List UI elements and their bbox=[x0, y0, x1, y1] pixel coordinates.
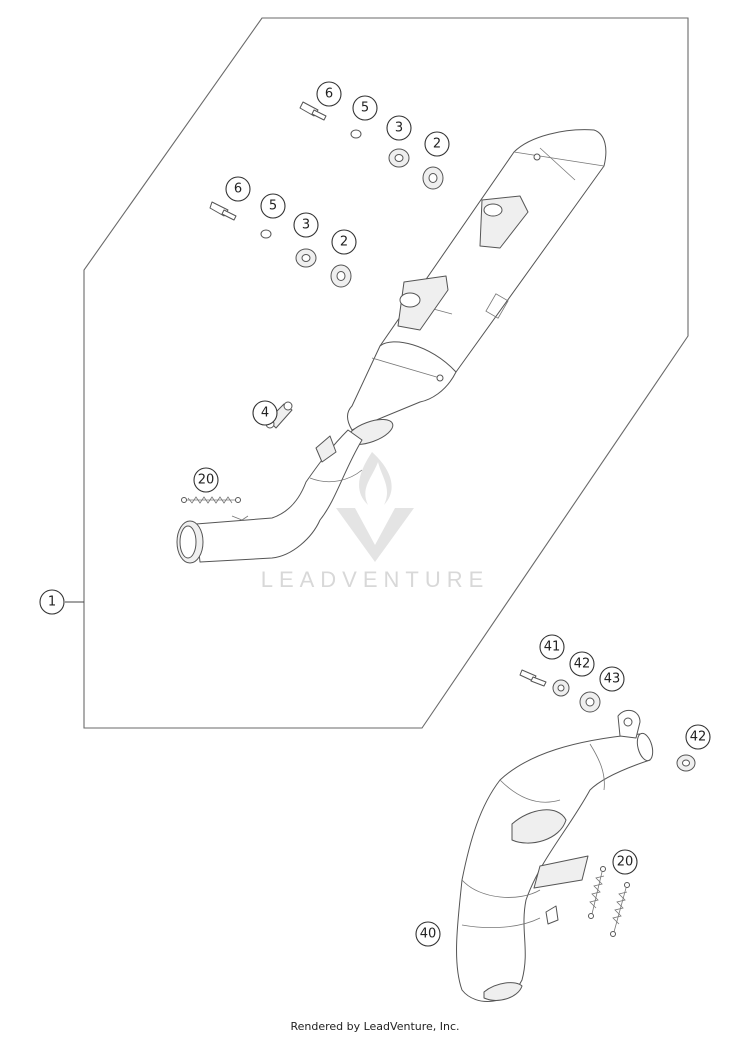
callout-41-label: 41 bbox=[544, 640, 561, 655]
grommet-part-2-lower bbox=[330, 264, 352, 288]
bolt-part-41 bbox=[519, 669, 547, 687]
spring-part-20-upper bbox=[181, 496, 241, 504]
callout-42-upper-label: 42 bbox=[574, 657, 591, 672]
callout-43: 43 bbox=[599, 666, 625, 692]
callout-42-right: 42 bbox=[685, 724, 711, 750]
washer-part-5-upper bbox=[350, 129, 362, 139]
washer-part-42-right bbox=[676, 754, 696, 772]
callout-5-lower: 5 bbox=[260, 193, 286, 219]
callout-5-upper: 5 bbox=[352, 95, 378, 121]
callout-1: 1 bbox=[39, 589, 65, 615]
callout-40: 40 bbox=[415, 921, 441, 947]
callout-5-upper-label: 5 bbox=[361, 101, 369, 116]
callout-4: 4 bbox=[252, 400, 278, 426]
footer-credit: Rendered by LeadVenture, Inc. bbox=[290, 1020, 460, 1033]
spring-part-20-lower bbox=[588, 866, 630, 937]
callout-20-upper: 20 bbox=[193, 467, 219, 493]
callout-4-label: 4 bbox=[261, 406, 269, 421]
callout-1-label: 1 bbox=[48, 595, 56, 610]
bushing-part-3-upper bbox=[388, 148, 410, 168]
callout-42-right-label: 42 bbox=[690, 730, 707, 745]
watermark-text: LEADVENTURE bbox=[261, 567, 490, 592]
grommet-part-43 bbox=[579, 691, 601, 713]
callout-40-label: 40 bbox=[420, 927, 437, 942]
washer-part-5-lower bbox=[260, 229, 272, 239]
assembly-outline bbox=[83, 17, 689, 729]
callout-2-upper: 2 bbox=[424, 131, 450, 157]
silencer bbox=[346, 129, 607, 445]
callout-5-lower-label: 5 bbox=[269, 199, 277, 214]
washer-part-42-upper bbox=[552, 679, 570, 697]
header-pipe-part-40 bbox=[456, 709, 654, 1002]
callout-2-lower: 2 bbox=[331, 229, 357, 255]
callout-41: 41 bbox=[539, 634, 565, 660]
callout-6-upper-label: 6 bbox=[325, 87, 333, 102]
callout-3-lower-label: 3 bbox=[302, 218, 310, 233]
grommet-part-2-upper bbox=[422, 166, 444, 190]
callout-6-lower-label: 6 bbox=[234, 182, 242, 197]
callout-2-lower-label: 2 bbox=[340, 235, 348, 250]
callout-3-lower: 3 bbox=[293, 212, 319, 238]
callout-20-lower: 20 bbox=[612, 849, 638, 875]
callout-42-upper: 42 bbox=[569, 651, 595, 677]
callout-6-lower: 6 bbox=[225, 176, 251, 202]
callout-43-label: 43 bbox=[604, 672, 621, 687]
callout-6-upper: 6 bbox=[316, 81, 342, 107]
callout-3-upper-label: 3 bbox=[395, 121, 403, 136]
bolt-part-6-lower bbox=[209, 201, 237, 221]
callout-20-lower-label: 20 bbox=[617, 855, 634, 870]
leadventure-watermark: LEADVENTURE bbox=[261, 452, 490, 592]
callout-20-upper-label: 20 bbox=[198, 473, 215, 488]
callout-2-upper-label: 2 bbox=[433, 137, 441, 152]
bolt-part-6-upper bbox=[299, 101, 327, 121]
callout-3-upper: 3 bbox=[386, 115, 412, 141]
bushing-part-3-lower bbox=[295, 248, 317, 268]
link-pipe bbox=[176, 429, 363, 564]
